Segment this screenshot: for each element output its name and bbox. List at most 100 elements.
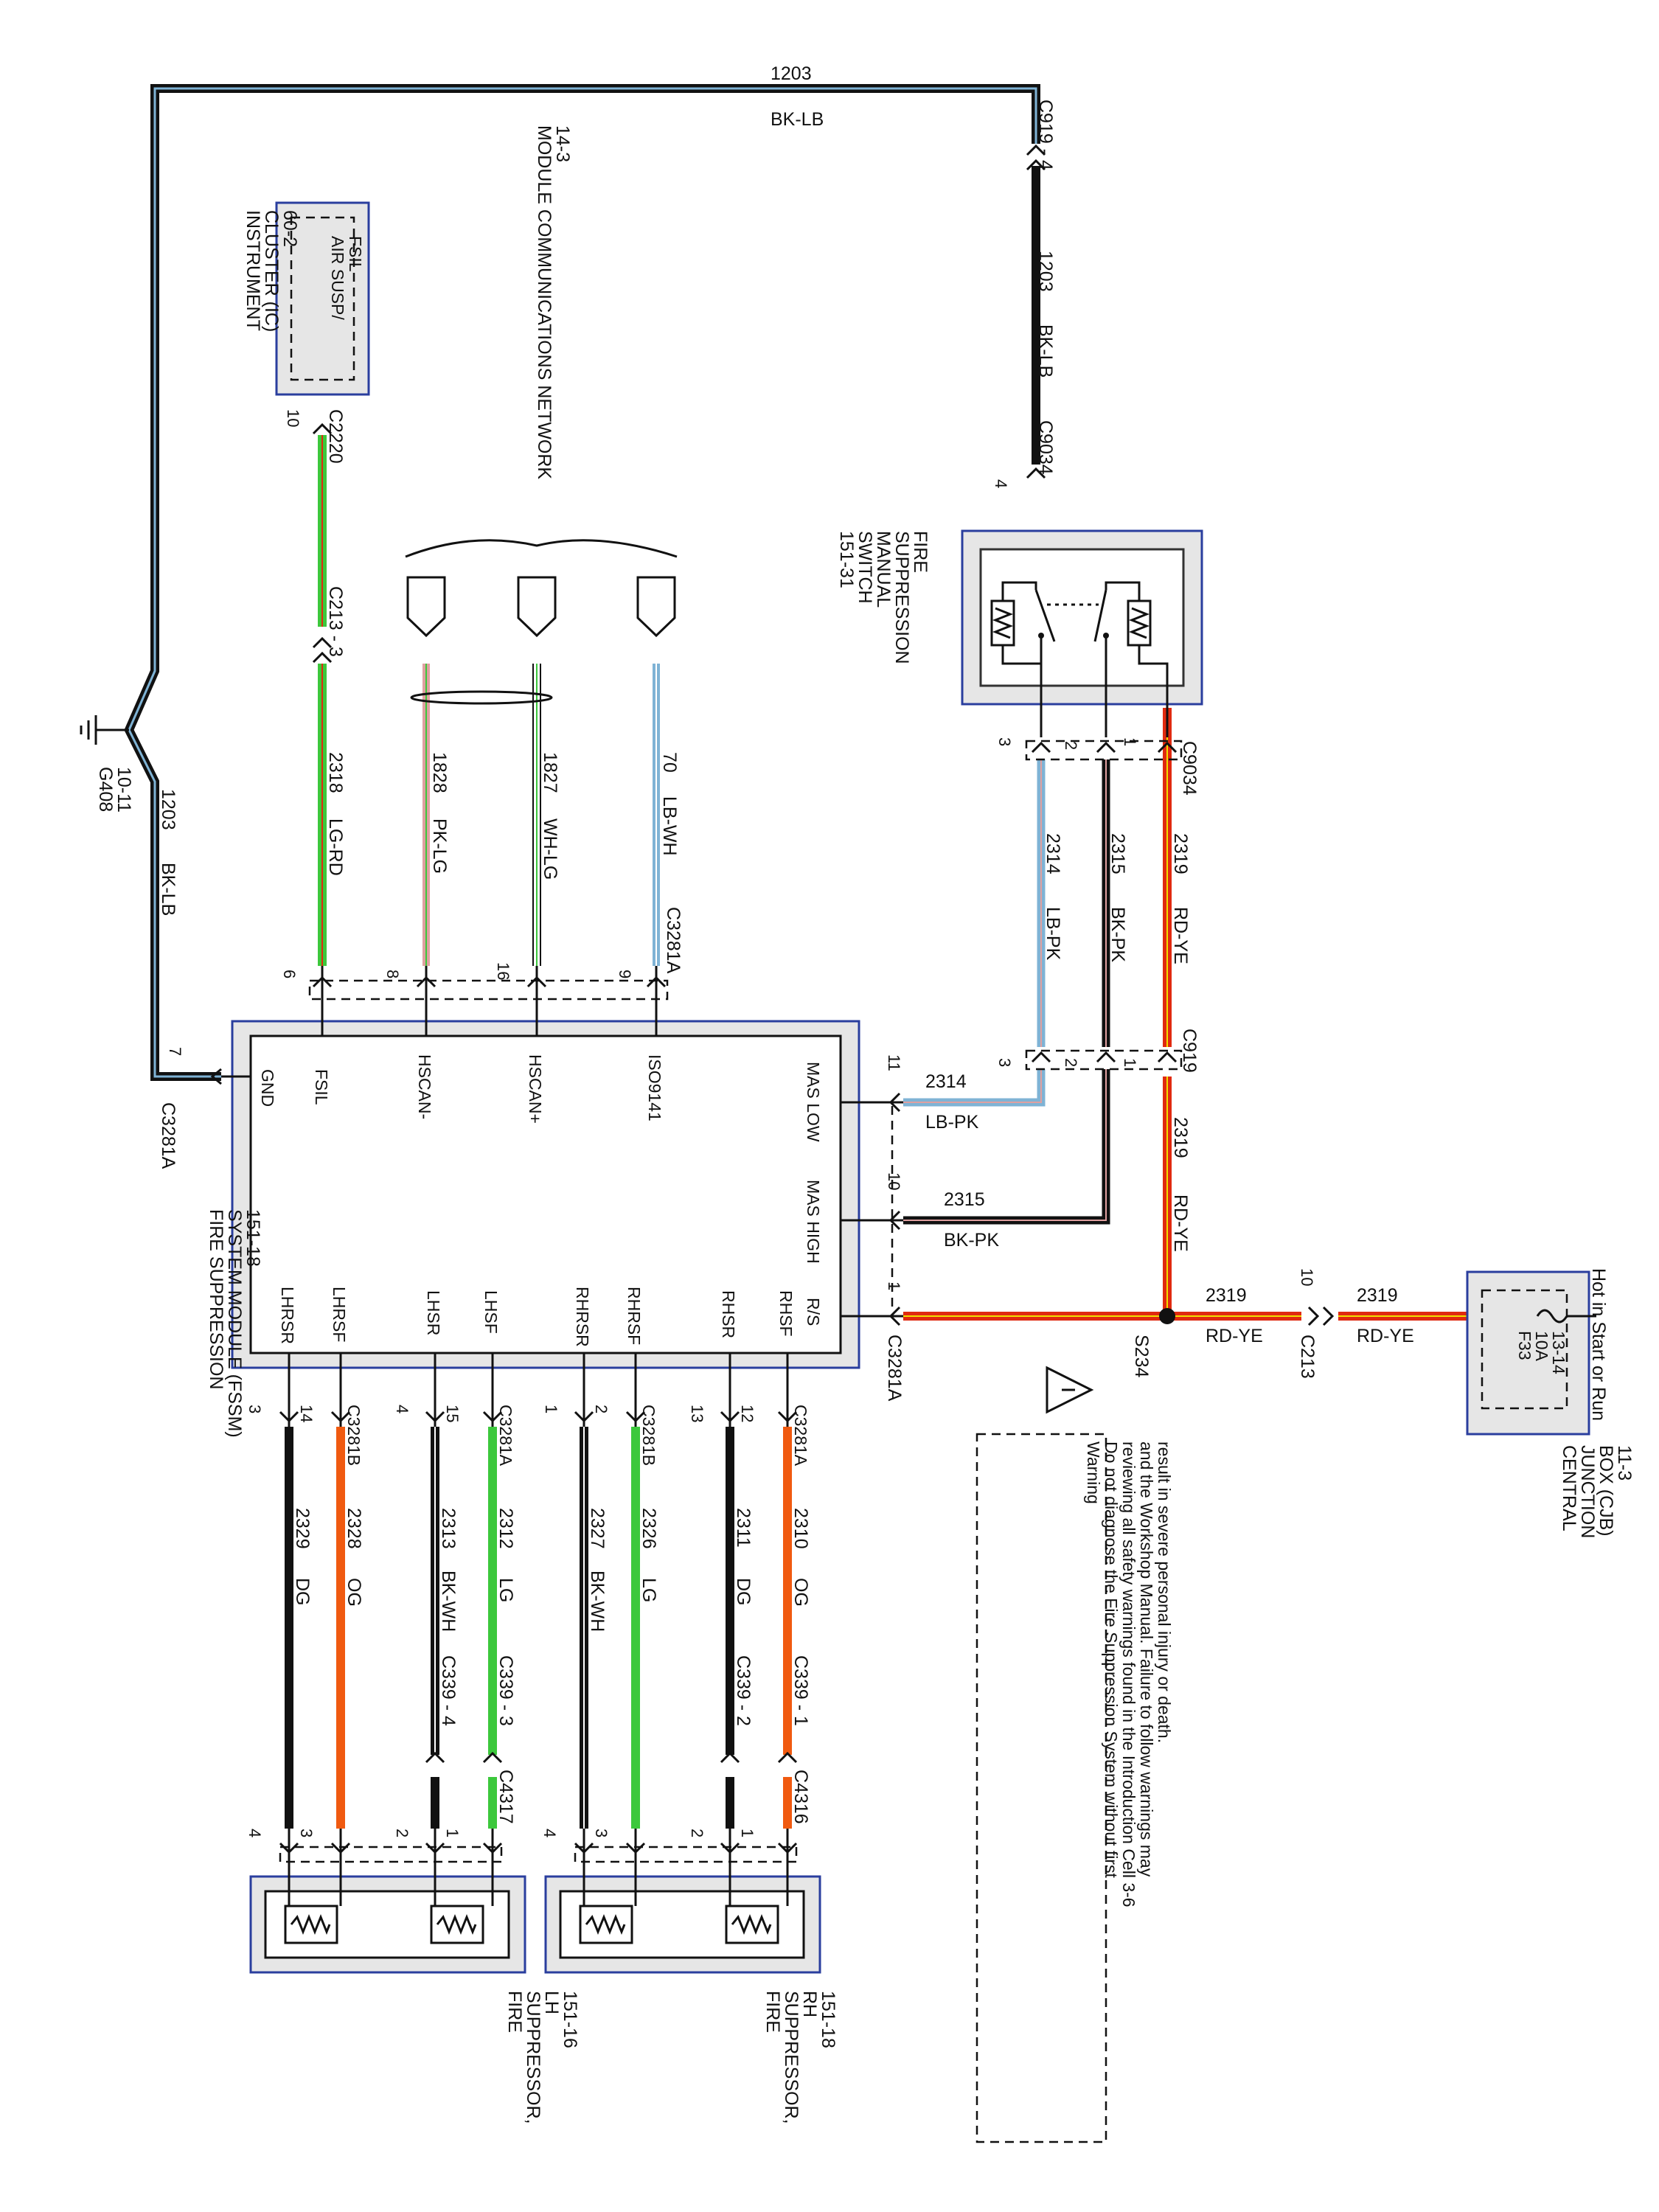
suppressor-lh-label-4: 151-16 [560,1991,580,2048]
wire-2319-num-v1: 2319 [1170,833,1191,874]
lh-connector-group [279,1846,503,1863]
pin-6: 6 [280,970,299,978]
ground-label-2: 10-11 [114,767,134,813]
wire-2318-num: 2318 [325,752,346,793]
switch-label-5: 151-31 [836,531,857,588]
conn-c339-1: C339 - 1 [790,1655,811,1726]
wire-2314-num-h: 2314 [925,1071,967,1092]
wire-2329-color: DG [292,1578,313,1606]
fssm-label-1: FIRE SUPPRESSION [206,1209,226,1390]
pin-10-c2220: 10 [284,409,302,427]
pin-sw1: 1 [1121,737,1139,746]
wire-2329-num: 2329 [292,1508,313,1549]
ic-label-2: CLUSTER (IC) [261,210,282,332]
splice-s234-dot [1159,1308,1175,1324]
pin-lh2: 2 [393,1829,411,1837]
conn-c339-2: C339 - 2 [733,1655,754,1726]
network-brace [405,539,678,558]
wire-2328-color: OG [344,1578,364,1607]
wire-70-num: 70 [659,752,680,773]
pin-rh4: 4 [540,1829,559,1837]
cjb-label-2: JUNCTION [1577,1445,1598,1538]
pin-b2: 2 [592,1405,611,1413]
switch-label-2: SUPPRESSION [891,531,912,664]
ground-icon [80,715,129,745]
fssm-pin-mas-low: MAS LOW [804,1062,823,1142]
wire-1827-num: 1827 [540,752,560,793]
wire-2312-color: LG [495,1578,516,1602]
conn-c3281b-b1: C3281B [344,1405,364,1466]
pin-rh1: 1 [738,1829,757,1837]
conn-c9034-top: C9034 [1035,420,1056,475]
wire-2319-num-h1: 2319 [1206,1285,1247,1306]
wire-2310-color: OG [790,1578,811,1607]
wire-2313-color: BK-WH [438,1571,459,1632]
wire-2315-num-v: 2315 [1107,833,1128,874]
fssm-pin-lhrsf: LHRSF [330,1287,349,1342]
wire-1203-num-top: 1203 [771,63,812,84]
conn-c3281b-b2: C3281B [639,1405,658,1466]
c919-group [1025,1049,1183,1071]
fuse-label-1: F33 [1515,1331,1534,1360]
conn-c3281a-right: C3281A [884,1335,905,1402]
pin-b1: 1 [542,1405,560,1413]
wire-2311-num: 2311 [733,1508,754,1548]
wire-1827-color: WH-LG [540,818,560,880]
ic-inner-2: FSIL [346,236,365,272]
pin-sw2: 2 [1062,741,1080,750]
wire-2312-num: 2312 [495,1508,516,1549]
conn-c4317: C4317 [495,1770,516,1824]
fssm-pin-lhsr: LHSR [424,1290,443,1335]
wire-2314 [903,759,1046,1107]
warning-line-4: result in severe personal injury or deat… [1155,1441,1174,1743]
conn-c3281a-gnd: C3281A [158,1102,178,1169]
wire-1203-color-left: BK-LB [158,863,178,916]
wire-2318-color: LG-RD [325,818,346,876]
cjb-label-1: CENTRAL [1559,1445,1579,1531]
network-label-2: 14-3 [552,125,573,162]
pin-c919-3: 3 [995,1058,1014,1067]
pin-lh1: 1 [443,1829,462,1837]
pin-lh4: 4 [246,1829,264,1837]
pin-11: 11 [885,1054,903,1071]
ic-label-1: INSTRUMENT [243,210,263,331]
conn-c339-3: C339 - 3 [495,1655,516,1726]
fssm-label-2: SYSTEM MODULE (FSSM) [224,1209,245,1438]
conn-c919: C919 [1179,1029,1200,1073]
fssm-pin-hscan-plus: HSCAN+ [526,1054,545,1124]
c9034-group [1025,740,1183,761]
fuse-icon [1536,1309,1568,1324]
twisted-pair-marker [410,690,553,705]
wire-2328-num: 2328 [344,1508,364,1549]
wire-2326-color: LG [639,1578,659,1602]
conn-c213-3: C213 - 3 [325,586,346,657]
pin-10-c213: 10 [1298,1268,1316,1286]
network-connector-iso [636,576,676,638]
ic-label-3: 60-2 [279,210,300,247]
wire-1203-num-v: 1203 [1035,251,1056,292]
suppressor-lh-label-3: LH [541,1991,562,2014]
instrument-cluster [275,201,370,396]
pin-8: 8 [383,970,402,978]
wire-2319-color-h2: RD-YE [1357,1326,1414,1346]
fssm-pin-iso9141: ISO9141 [645,1054,664,1121]
pin-b4: 4 [393,1405,411,1413]
cjb-label-4: 11-3 [1614,1445,1635,1481]
wire-1203-color-v: BK-LB [1035,324,1056,378]
pin-sw3: 3 [995,737,1014,746]
wire-2319-num-h2: 2319 [1357,1285,1398,1306]
conn-c213: C213 [1297,1335,1318,1379]
fssm-pin-fsil: FSIL [312,1069,331,1105]
fire-suppressor-lh [249,1875,526,1974]
conn-c3281a-b1: C3281A [496,1405,515,1467]
pin-lh3: 3 [297,1829,316,1837]
network-connector-hscan-plus [517,576,557,638]
suppressor-lh-label-1: FIRE [504,1991,525,2033]
wire-2315 [903,759,1110,1225]
ic-inner-1: AIR SUSP/ [328,236,347,320]
switch-label-1: FIRE [910,531,931,573]
pin-10: 10 [885,1172,903,1190]
wire-2310-num: 2310 [790,1508,811,1549]
conn-c4316: C4316 [790,1770,811,1824]
fire-suppressor-rh [544,1875,821,1974]
